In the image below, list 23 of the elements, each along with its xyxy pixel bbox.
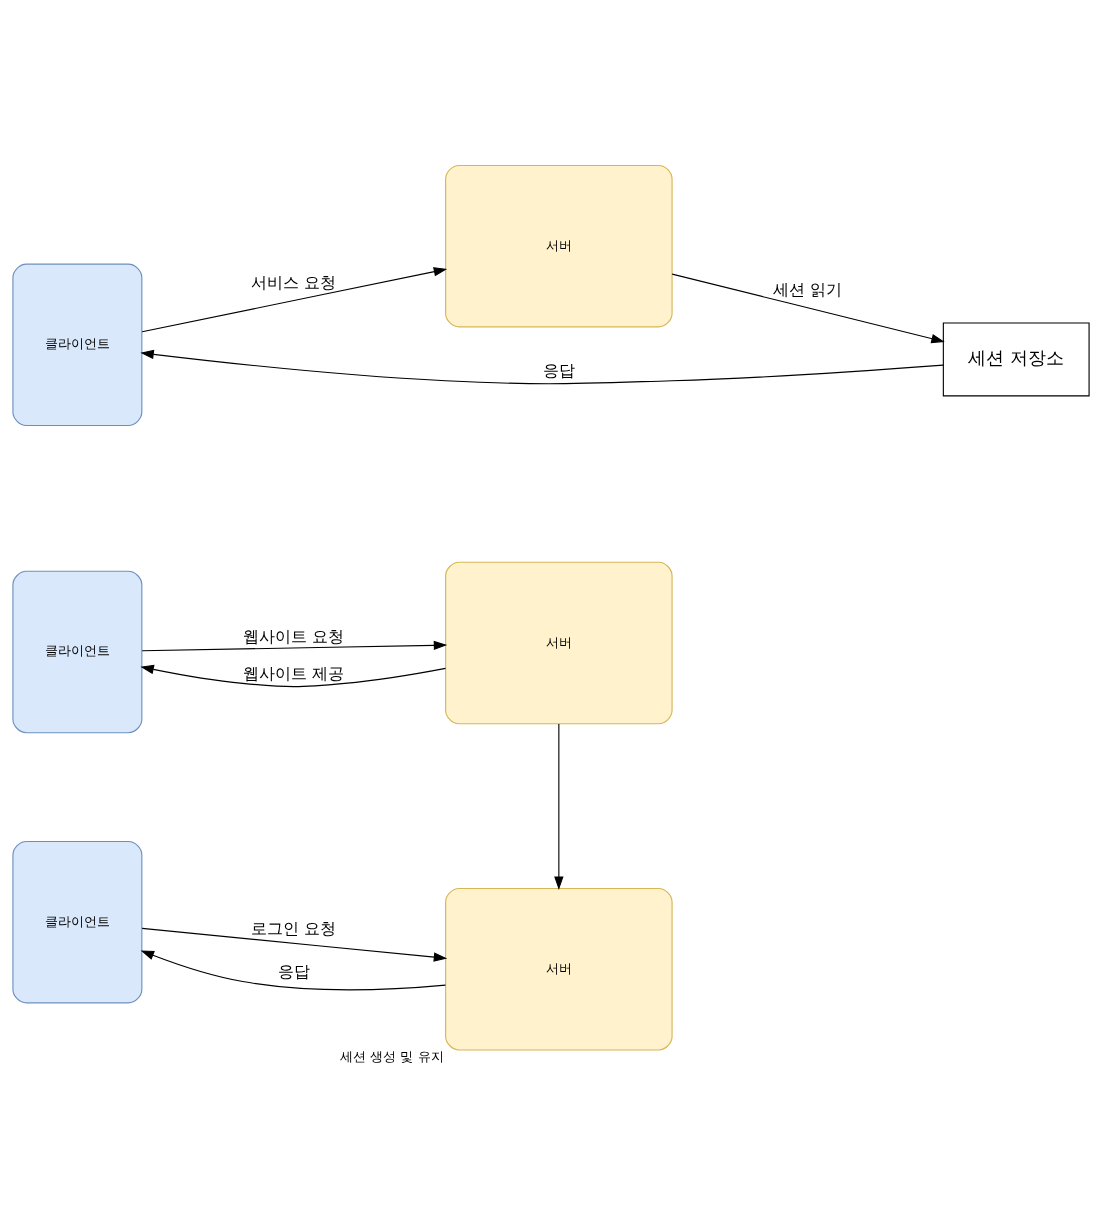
arrow [141, 640, 448, 652]
edge-label: 응답 [277, 962, 310, 982]
edge-label: 세션 읽기 [773, 279, 843, 299]
arrow [671, 273, 945, 344]
edge-label: 서비스 요청 [251, 272, 337, 292]
node-box: 클라이언트 [12, 840, 143, 1004]
edge-label: 웹사이트 요청 [243, 627, 345, 647]
node-box: 클라이언트 [12, 570, 143, 734]
edge-label: 로그인 요청 [251, 918, 337, 938]
node-box: 서버 [445, 561, 673, 725]
arrow [141, 927, 448, 962]
node-label: 세션 생성 및 유지 [339, 1048, 444, 1064]
arrow [554, 723, 564, 890]
edge-label: 웹사이트 제공 [243, 664, 345, 684]
node-box: 서버 [445, 164, 673, 328]
arrow [141, 267, 448, 333]
arrow [140, 349, 944, 385]
node-box: 서버 [445, 887, 673, 1051]
node-box: 클라이언트 [12, 263, 143, 427]
node-box: 세션 저장소 [942, 322, 1090, 397]
edge-label: 응답 [542, 361, 575, 381]
arrow [140, 664, 447, 688]
arrow [140, 950, 446, 991]
